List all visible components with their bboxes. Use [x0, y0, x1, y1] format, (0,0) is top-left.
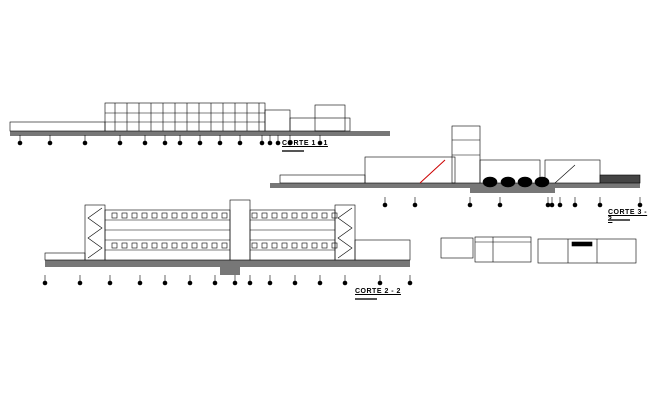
title-corte-2-2: CORTE 2 - 2 [355, 288, 401, 295]
window [251, 212, 258, 219]
window [311, 212, 318, 219]
window [191, 212, 198, 219]
grid-axis-bubble [377, 280, 383, 286]
scale-note [282, 150, 304, 152]
grid-axis-bubble [267, 140, 273, 146]
grid-axis-bubble [137, 280, 143, 286]
grid-axis-bubble [237, 140, 243, 146]
grid-axis-bubble [412, 202, 418, 208]
grid-axis-bubble [572, 202, 578, 208]
grid-axis-bubble [217, 140, 223, 146]
window [181, 212, 188, 219]
grid-axis-bubble [187, 280, 193, 286]
tree-symbol [517, 176, 533, 188]
title-block [440, 236, 637, 264]
window [181, 242, 188, 249]
window [221, 212, 228, 219]
window [151, 212, 158, 219]
grid-axis-bubble [545, 202, 551, 208]
window [271, 242, 278, 249]
grid-axis-bubble [317, 140, 323, 146]
window [331, 242, 338, 249]
tree-symbol [534, 176, 550, 188]
window [131, 242, 138, 249]
window [201, 242, 208, 249]
section-corte-2-2 [42, 199, 413, 286]
scale-note [608, 219, 630, 221]
grid-axis-bubble [232, 280, 238, 286]
window [251, 242, 258, 249]
grid-axis-bubble [292, 280, 298, 286]
grid-axis-bubble [42, 280, 48, 286]
window [131, 212, 138, 219]
window [191, 242, 198, 249]
window [121, 242, 128, 249]
window [171, 212, 178, 219]
window [291, 212, 298, 219]
window [211, 212, 218, 219]
section-corte-3-3 [270, 125, 643, 208]
grid-axis-bubble [162, 280, 168, 286]
grid-axis-bubble [259, 140, 265, 146]
window [161, 242, 168, 249]
window [261, 212, 268, 219]
grid-axis-bubble [47, 140, 53, 146]
window [301, 242, 308, 249]
grid-axis-bubble [637, 202, 643, 208]
grid-axis-bubble [287, 140, 293, 146]
window [211, 242, 218, 249]
grid-axis-bubble [407, 280, 413, 286]
grid-axis-bubble [77, 280, 83, 286]
grid-axis-bubble [557, 202, 563, 208]
grid-axis-bubble [247, 280, 253, 286]
grid-axis-bubble [177, 140, 183, 146]
grid-axis-bubble [549, 202, 555, 208]
grid-axis-bubble [342, 280, 348, 286]
grid-axis-bubble [317, 280, 323, 286]
grid-axis-bubble [197, 140, 203, 146]
window [281, 212, 288, 219]
grid-axis-bubble [467, 202, 473, 208]
grid-axis-bubble [82, 140, 88, 146]
window [111, 242, 118, 249]
window [271, 212, 278, 219]
grid-axis-bubble [597, 202, 603, 208]
tree-symbol [482, 176, 498, 188]
grid-axis-bubble [382, 202, 388, 208]
grid-axis-bubble [497, 202, 503, 208]
window [291, 242, 298, 249]
grid-axis-bubble [17, 140, 23, 146]
window [281, 242, 288, 249]
window [301, 212, 308, 219]
window [311, 242, 318, 249]
grid-axis-bubble [267, 280, 273, 286]
title-corte-1-1: CORTE 1 - 1 [282, 140, 328, 147]
window [161, 212, 168, 219]
grid-axis-bubble [162, 140, 168, 146]
tree-symbol [500, 176, 516, 188]
grid-axis-bubble [275, 140, 281, 146]
window [321, 212, 328, 219]
window [321, 242, 328, 249]
window [121, 212, 128, 219]
grid-axis-bubble [142, 140, 148, 146]
window [171, 242, 178, 249]
grid-axis-bubble [117, 140, 123, 146]
section-corte-1-1 [9, 102, 390, 146]
window [111, 212, 118, 219]
window [151, 242, 158, 249]
window [221, 242, 228, 249]
grid-axis-bubble [212, 280, 218, 286]
window [141, 212, 148, 219]
window [261, 242, 268, 249]
scale-note [355, 298, 377, 300]
window [331, 212, 338, 219]
window [141, 242, 148, 249]
grid-axis-bubble [107, 280, 113, 286]
window [201, 212, 208, 219]
